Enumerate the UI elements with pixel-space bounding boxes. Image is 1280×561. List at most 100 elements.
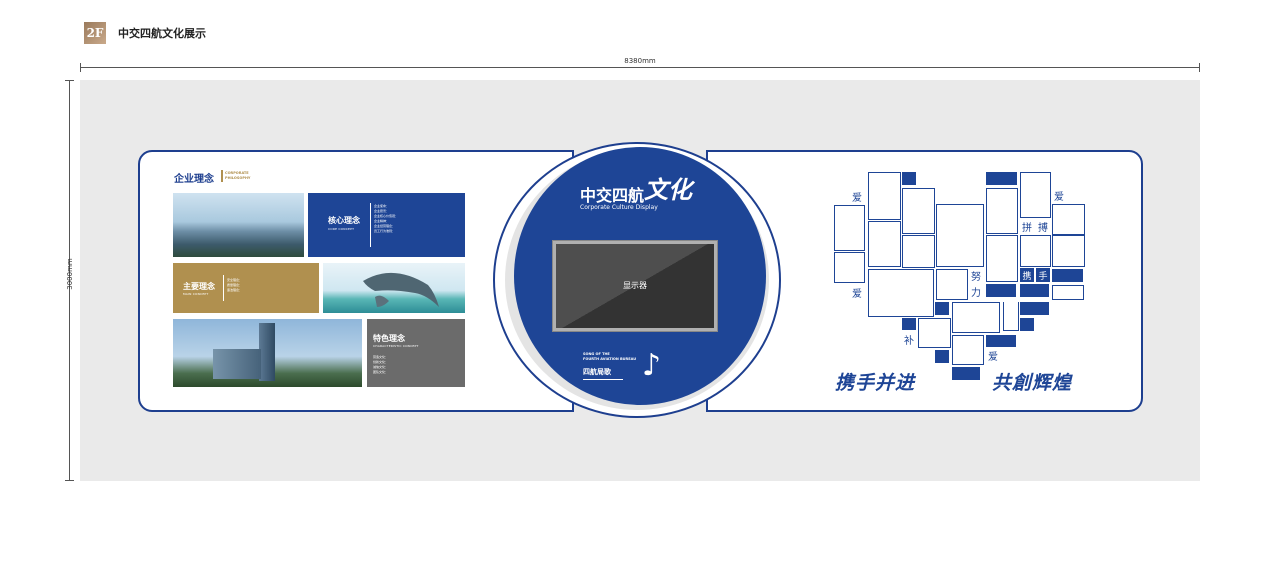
- feature-concept-card: 特色理念 CHARACTERISTIC CONCEPT 营造文化： 创新文化： …: [367, 319, 465, 387]
- core-line: 企业经营理念：: [374, 224, 396, 228]
- main-concept-title: 主要理念: [183, 282, 215, 291]
- heart-char: 补: [904, 335, 914, 347]
- photo-frame: [1052, 235, 1085, 267]
- heart-char: 手: [1036, 268, 1050, 282]
- song-underline: [583, 379, 623, 380]
- photo-frame: [1020, 172, 1051, 218]
- height-tick-bottom: [65, 480, 74, 481]
- photo-frame: [936, 269, 968, 300]
- photo-frame: [902, 188, 935, 234]
- song-cn: 四航局歌: [583, 368, 611, 376]
- main-concept-sub: MAIN CONCEPT: [183, 292, 209, 296]
- height-dimension-line: [69, 80, 70, 480]
- blue-tile: [935, 350, 949, 363]
- height-dimension-label: 3000mm: [66, 258, 74, 290]
- heart-char: 力: [971, 287, 981, 299]
- core-concept-card: 核心理念 CORE CONCEPT 企业使命： 企业愿景： 企业核心价值观： 企…: [308, 193, 465, 257]
- display-frame: [552, 240, 718, 332]
- main-concept-card: 主要理念 MAIN CONCEPT 安全理念： 质量理念： 廉洁理念：: [173, 263, 319, 313]
- tower-shape: [259, 323, 275, 381]
- core-line: 企业核心价值观：: [374, 214, 399, 218]
- feature-concept-title: 特色理念: [373, 334, 405, 343]
- photo-frame: [952, 302, 1000, 333]
- photo-frame: [986, 235, 1018, 282]
- main-divider: [223, 275, 224, 301]
- philosophy-heading-sub: CORPORATE PHILOSOPHY: [225, 171, 251, 180]
- heart-char: 爱: [1054, 191, 1064, 203]
- heart-char: 互: [904, 319, 914, 331]
- heart-char: 爱: [852, 192, 862, 204]
- heart-char: 拼: [1022, 222, 1032, 234]
- tower-photo: [173, 319, 362, 387]
- display-screen: [556, 244, 714, 328]
- core-line: 企业精神：: [374, 219, 390, 223]
- feature-line: 诚信文化：: [373, 365, 389, 369]
- core-concept-title: 核心理念: [328, 216, 360, 225]
- photo-frame: [834, 252, 865, 283]
- photo-frame: [834, 205, 865, 251]
- feature-line: 团队文化：: [373, 370, 389, 374]
- width-dimension-line: [80, 67, 1200, 68]
- width-tick-right: [1199, 63, 1200, 72]
- floor-badge: 2F: [84, 22, 106, 44]
- width-tick-left: [80, 63, 81, 72]
- blue-tile: [952, 367, 980, 380]
- blue-tile: [902, 172, 916, 185]
- photo-frame: [1003, 302, 1019, 331]
- blue-tile: [1020, 318, 1034, 331]
- width-dimension-label: 8380mm: [624, 57, 656, 65]
- photo-frame: [1020, 235, 1051, 267]
- core-line: 企业愿景：: [374, 209, 390, 213]
- core-concept-sub: CORE CONCEPT: [328, 227, 355, 231]
- center-subtitle: Corporate Culture Display: [580, 204, 658, 211]
- blue-tile: [1003, 172, 1017, 185]
- feature-line: 营造文化：: [373, 355, 389, 359]
- dolphin-photo: [323, 263, 465, 313]
- heart-char: 搏: [1038, 222, 1048, 234]
- page-title: 中交四航文化展示: [118, 27, 206, 40]
- music-note-icon: ♪: [642, 348, 662, 383]
- blue-tile: [902, 318, 916, 330]
- philosophy-heading: 企业理念: [174, 174, 214, 185]
- photo-frame: [1052, 204, 1085, 235]
- dolphin-shape: [363, 272, 439, 307]
- slogan-left: 携手并进: [835, 372, 916, 394]
- heart-char: 携: [1020, 268, 1034, 282]
- core-divider: [370, 203, 371, 247]
- main-line: 质量理念：: [227, 283, 243, 287]
- blue-tile: [986, 335, 1016, 347]
- podium-shape: [213, 349, 261, 379]
- feature-line: 创新文化：: [373, 360, 389, 364]
- blue-tile: [986, 284, 1016, 297]
- photo-frame: [868, 269, 934, 317]
- center-title-a: 中交四航: [580, 186, 645, 205]
- blue-tile: [1052, 269, 1083, 282]
- blue-tile: [1020, 302, 1049, 315]
- building-photo: [173, 193, 304, 257]
- height-tick-top: [65, 80, 74, 81]
- photo-frame: [1052, 285, 1084, 300]
- heart-char: 努: [971, 271, 981, 283]
- photo-frame: [918, 318, 951, 348]
- heading-divider: [221, 170, 223, 182]
- display-label: 显示器: [623, 281, 647, 290]
- main-line: 廉洁理念：: [227, 288, 243, 292]
- photo-frame: [986, 188, 1018, 234]
- photo-frame: [936, 204, 984, 267]
- photo-frame: [952, 335, 984, 365]
- photo-frame: [868, 221, 901, 267]
- song-en-line: SONG OF THE: [583, 352, 610, 356]
- heart-char: 爱: [852, 288, 862, 300]
- main-line: 安全理念：: [227, 278, 243, 282]
- feature-concept-sub: CHARACTERISTIC CONCEPT: [373, 344, 419, 348]
- core-line: 员工行为准则：: [374, 229, 396, 233]
- core-line: 企业使命：: [374, 204, 390, 208]
- song-en-line: FOURTH AVIATION BUREAU: [583, 357, 637, 361]
- slogan-right: 共創辉煌: [992, 372, 1073, 394]
- photo-frame: [902, 235, 935, 268]
- blue-tile: [1020, 284, 1049, 297]
- center-title-b: 文化: [644, 175, 692, 204]
- photo-frame: [868, 172, 901, 220]
- heart-char: 爱: [988, 351, 998, 363]
- blue-tile: [935, 302, 949, 315]
